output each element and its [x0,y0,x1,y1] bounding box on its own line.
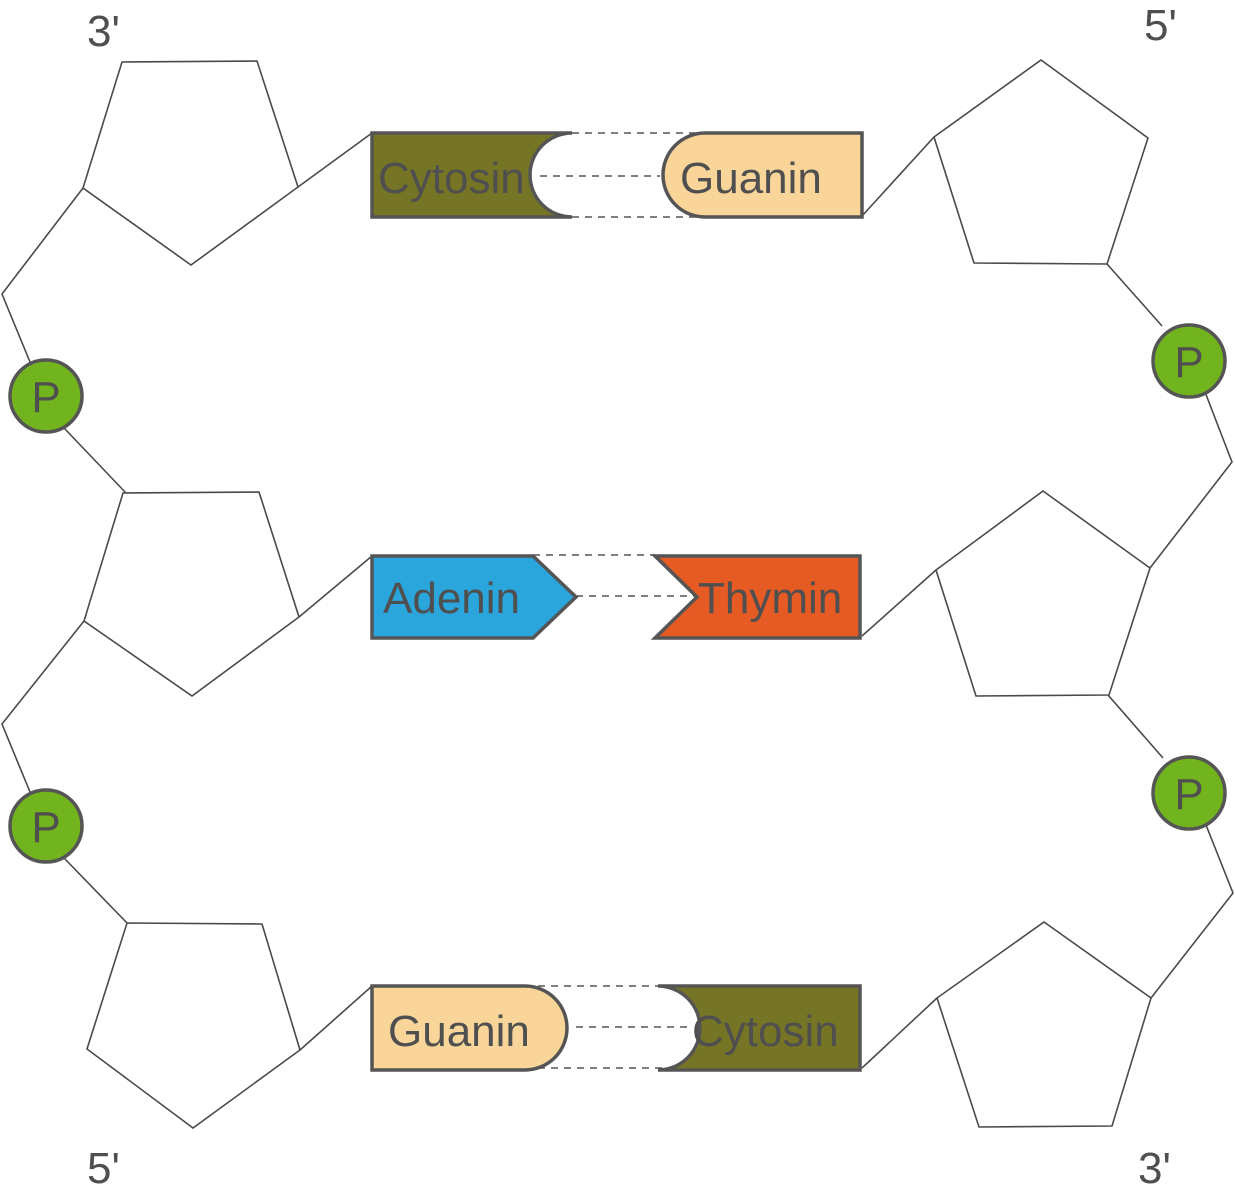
thymine-label: Thymin [698,574,842,623]
cytosine-label: Cytosin [692,1007,839,1056]
sugar-right-1 [933,59,1149,265]
base-pair-3: Guanin Cytosin [370,984,862,1072]
end-label-bottom-right: 3' [1138,1144,1171,1193]
phosphate-left-1: P [8,358,84,434]
sugar-right-3 [936,921,1152,1128]
sugar-base-link-left-2 [298,555,373,618]
adenine-base [370,554,579,640]
sugar-base-link-right-3 [861,997,938,1069]
phosphate-label: P [1174,338,1203,387]
right-backbone-link-1 [1106,263,1163,327]
sugar-base-link-right-2 [861,569,937,637]
phosphate-right-2: P [1151,755,1227,831]
guanine-base [370,984,569,1072]
right-backbone-link-3 [1107,694,1164,759]
cytosine-base [370,131,573,219]
sugar-left-3 [86,922,301,1129]
end-label-top-right: 5' [1144,1,1177,50]
end-label-top-left: 3' [87,7,120,56]
guanine-label: Guanin [680,154,822,203]
sugars [82,59,1152,1129]
guanine-label: Guanin [388,1007,530,1056]
thymine-base [650,554,862,640]
phosphate-label: P [31,803,60,852]
cytosine-base [657,984,862,1072]
adenine-label: Adenin [383,574,520,623]
phosphate-circle [8,358,84,434]
left-backbone-link-4 [63,857,128,924]
right-backbone-link-4 [1150,824,1234,999]
right-backbone [861,136,1234,1069]
phosphate-circle [1151,323,1227,399]
sugar-left-1 [82,60,299,266]
cytosine-label: Cytosin [378,154,525,203]
phosphate-circle [8,788,84,864]
left-backbone-link-3 [1,620,85,793]
sugar-right-2 [935,490,1151,697]
phosphate-left-2: P [8,788,84,864]
right-backbone-link-2 [1149,391,1233,569]
base-pair-1: Cytosin Guanin [370,131,864,219]
strand-end-labels: 3' 5' 5' 3' [87,1,1177,1193]
phosphate-label: P [1174,770,1203,819]
left-backbone-link-1 [1,187,84,363]
sugar-base-link-left-3 [299,985,373,1051]
end-label-bottom-left: 5' [87,1144,120,1193]
phosphate-label: P [31,373,60,422]
phosphates: P P P P [8,323,1227,864]
guanine-base [661,131,864,219]
left-backbone [1,132,373,1051]
left-backbone-link-2 [63,427,127,494]
base-pair-2: Adenin Thymin [370,554,862,640]
sugar-left-2 [83,491,300,697]
phosphate-circle [1151,755,1227,831]
sugar-base-link-right-1 [861,136,935,217]
sugar-base-link-left-1 [297,132,373,188]
phosphate-right-1: P [1151,323,1227,399]
